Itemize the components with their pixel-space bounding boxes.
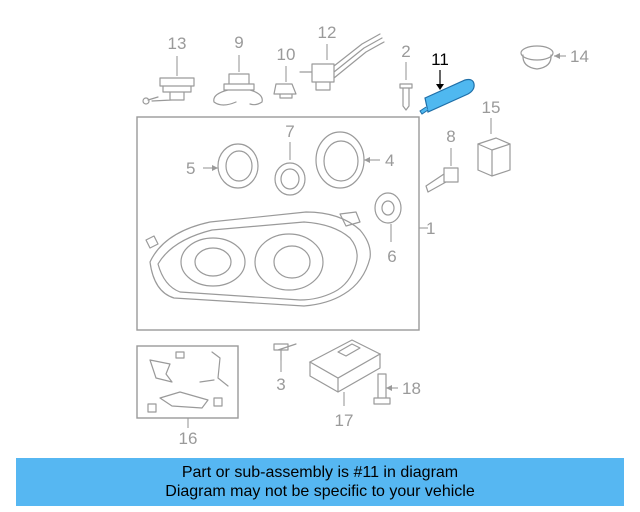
callout-10: 10 [277, 45, 296, 64]
part-16-brackets[interactable] [147, 351, 229, 413]
part-4-cover[interactable] [315, 131, 380, 189]
part-7-ring[interactable] [274, 142, 306, 196]
part-11-highlighted-bulb[interactable] [419, 70, 475, 115]
callout-12: 12 [318, 23, 337, 42]
callout-9: 9 [234, 33, 243, 52]
info-banner: Part or sub-assembly is #11 in diagram D… [16, 458, 624, 506]
callout-5: 5 [186, 159, 195, 178]
callout-7: 7 [285, 122, 294, 141]
callout-15: 15 [482, 98, 501, 117]
callout-1: 1 [426, 219, 435, 238]
part-18-bolt[interactable] [373, 373, 398, 405]
callout-13: 13 [168, 34, 187, 53]
headlamp-assembly-frame [136, 116, 420, 331]
part-10-wedge-bulb[interactable] [273, 66, 297, 99]
headlamp-housing[interactable] [145, 211, 371, 307]
part-15-module[interactable] [477, 118, 511, 177]
callout-6: 6 [387, 247, 396, 266]
callout-17: 17 [335, 411, 354, 430]
part-2-screw[interactable] [399, 62, 413, 111]
part-17-control-unit[interactable] [308, 339, 382, 406]
callout-3: 3 [276, 375, 285, 394]
part-3-screw[interactable] [273, 343, 297, 372]
callout-8: 8 [446, 127, 455, 146]
headlamp-exploded-diagram: 13 9 10 12 2 11 14 15 [136, 23, 589, 448]
callout-18: 18 [402, 379, 421, 398]
part-12-socket-harness[interactable] [299, 33, 385, 91]
part-9-bulb[interactable] [213, 55, 263, 106]
part-13-bulb[interactable] [142, 56, 195, 105]
part-5-ring[interactable] [203, 143, 259, 189]
callout-11: 11 [431, 50, 449, 69]
part-6-adjuster[interactable] [374, 192, 402, 242]
part-14-cap[interactable] [520, 45, 566, 70]
banner-line-2: Diagram may not be specific to your vehi… [165, 483, 475, 500]
part-8-bulb[interactable] [425, 148, 459, 193]
callout-14: 14 [570, 47, 589, 66]
callout-16: 16 [179, 429, 198, 448]
banner-line-1: Part or sub-assembly is #11 in diagram [181, 464, 459, 481]
callout-4: 4 [385, 151, 394, 170]
callout-2: 2 [401, 42, 410, 61]
